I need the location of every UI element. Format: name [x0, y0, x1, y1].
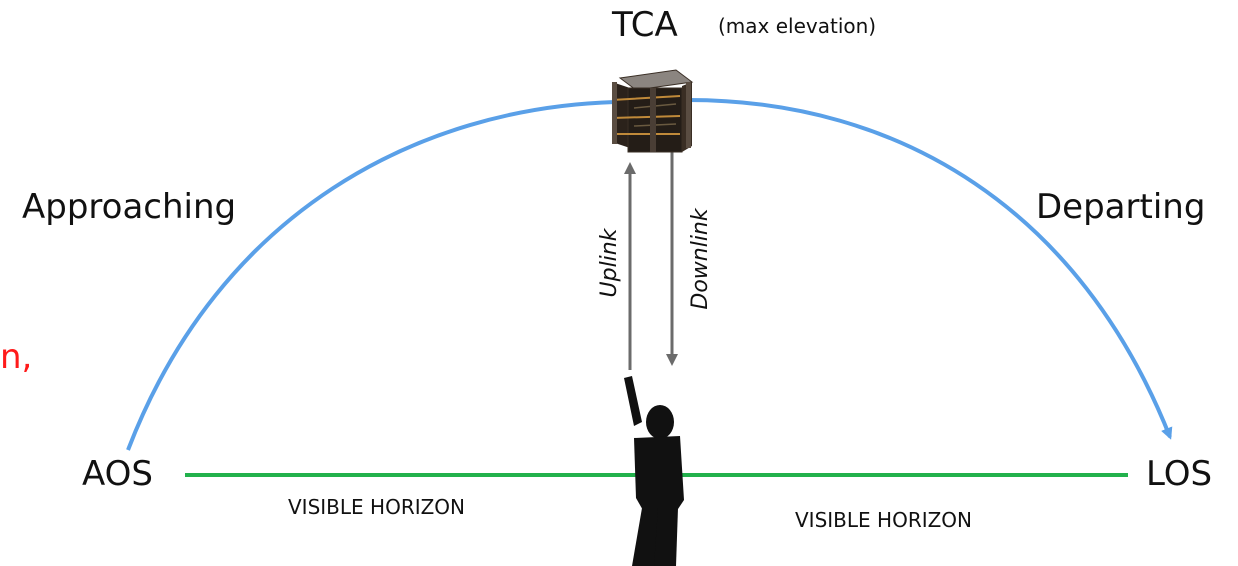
uplink-label: Uplink: [597, 228, 622, 298]
approaching-label: Approaching: [22, 187, 237, 227]
los-label: LOS: [1146, 454, 1213, 494]
aos-label: AOS: [82, 454, 154, 494]
departing-label: Departing: [1036, 187, 1206, 227]
visible-horizon-left-label: VISIBLE HORIZON: [288, 495, 466, 519]
person-pointing-icon: [624, 376, 684, 566]
tca-note: (max elevation): [718, 14, 877, 38]
tca-label: TCA: [612, 5, 678, 45]
downlink-label: Downlink: [688, 208, 713, 310]
cubesat-icon: [611, 69, 694, 153]
visible-horizon-right-label: VISIBLE HORIZON: [795, 508, 973, 532]
departing-arc: [687, 98, 1173, 440]
cut-off-red-text: n,: [0, 337, 33, 377]
approaching-arc: [126, 100, 616, 451]
